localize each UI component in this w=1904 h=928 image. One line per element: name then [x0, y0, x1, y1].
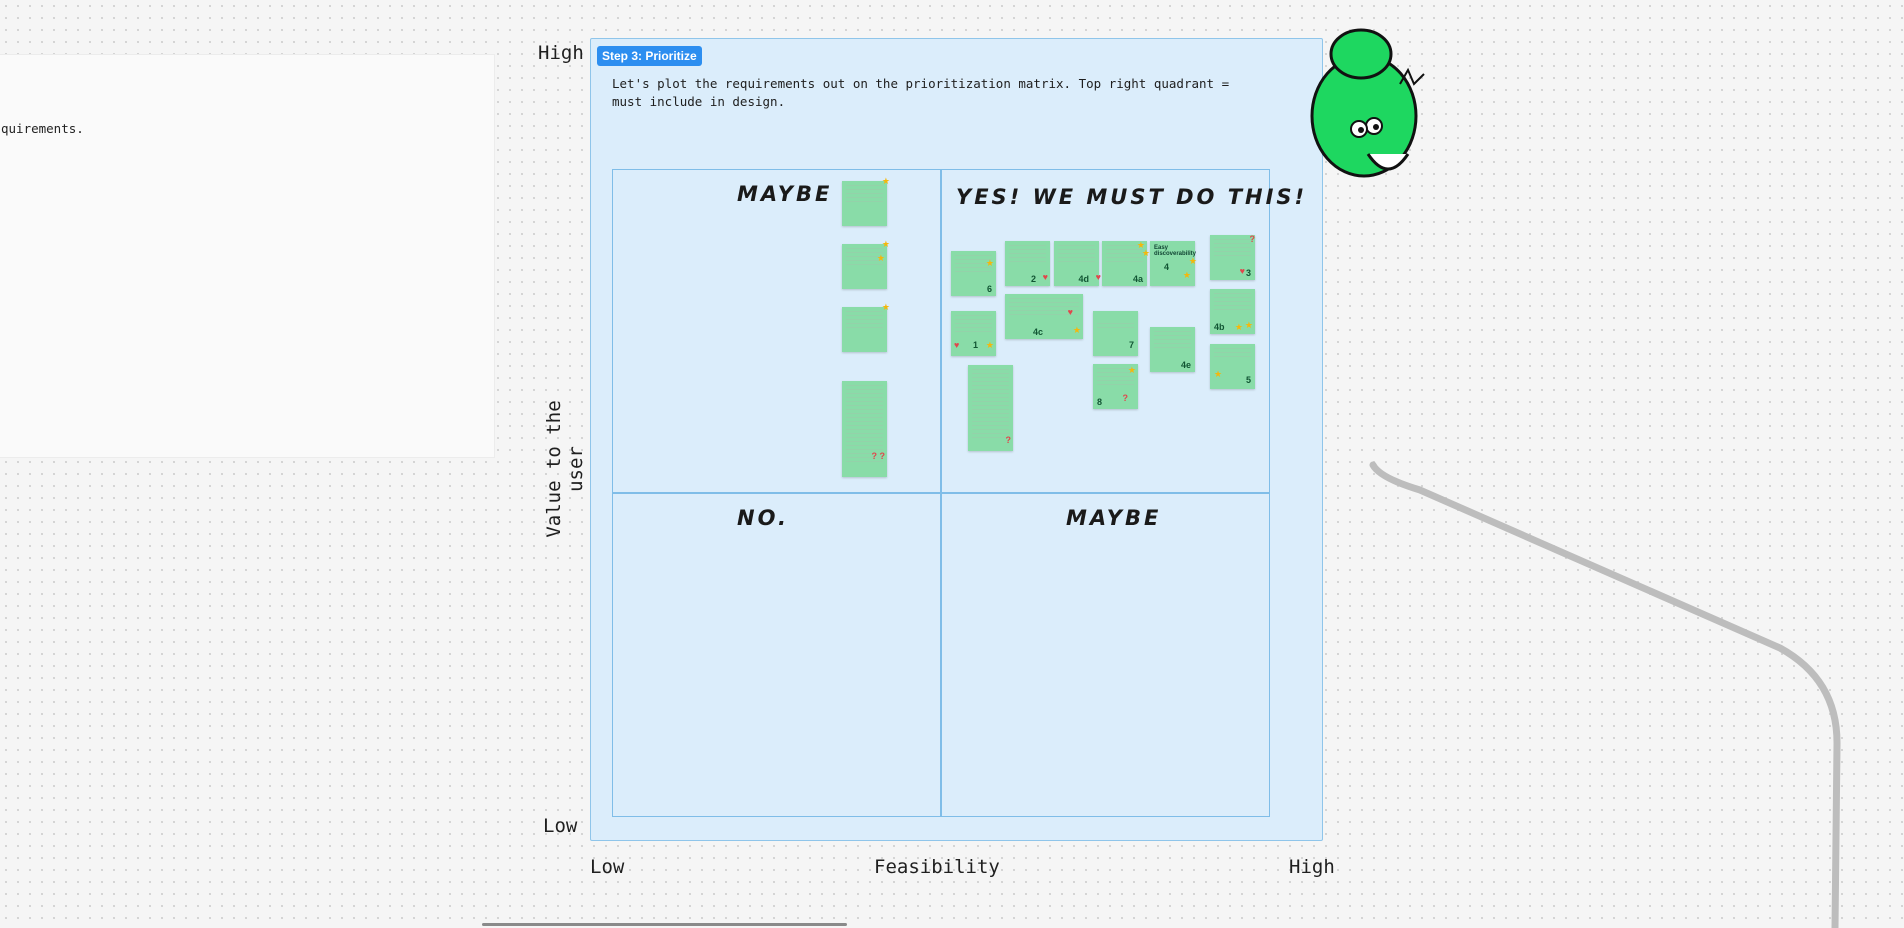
y-axis-label: Value to the user [543, 400, 587, 538]
heart-icon: ♥ [1095, 272, 1101, 282]
sticky-note-1[interactable]: ♥ ★ 1 [951, 311, 996, 356]
star-icon: ★ [1188, 256, 1197, 266]
star-icon: ★ [881, 176, 890, 186]
sticky-note[interactable]: ★ [842, 303, 890, 352]
heart-icon: ♥ [1067, 307, 1073, 317]
star-icon: ★ [1182, 270, 1191, 280]
sticky-number: 5 [1245, 375, 1251, 385]
sticky-note-6[interactable]: ★6 [951, 251, 996, 296]
sticky-note-5[interactable]: ★5 [1210, 344, 1255, 389]
quadrant-bottom-left[interactable]: NO. [612, 493, 941, 817]
star-icon: ★ [1214, 369, 1223, 379]
star-icon: ★ [985, 258, 994, 268]
left-content-panel: quirements. [0, 54, 495, 458]
sticky-note[interactable]: ★ [842, 177, 890, 226]
y-axis-high-label: High [538, 42, 584, 64]
sticky-note-2[interactable]: ♥2 [1005, 241, 1050, 286]
sticky-number: 4d [1078, 274, 1089, 284]
sticky-note-8[interactable]: ★? 8 [1093, 364, 1138, 409]
sticky-number: 4 [1163, 262, 1169, 272]
sticky-number: 1 [972, 340, 978, 350]
sticky-note[interactable]: ?? [842, 381, 887, 477]
star-icon: ★ [881, 302, 890, 312]
star-icon: ★ [881, 239, 890, 249]
quadrant-title: YES! WE MUST DO THIS! [956, 185, 1308, 209]
question-icon: ? [1122, 393, 1129, 403]
star-icon: ★ [1234, 322, 1243, 332]
sticky-note-4[interactable]: Easy discoverability★★4 [1150, 241, 1197, 286]
sticky-number: 4a [1132, 274, 1143, 284]
sticky-note-4b[interactable]: ★★ 4b [1210, 289, 1255, 334]
star-icon: ★ [1127, 365, 1136, 375]
sticky-title: Easy discoverability [1154, 245, 1197, 257]
heart-icon: ♥ [1042, 272, 1048, 282]
sticky-number: 4e [1180, 360, 1191, 370]
quadrant-title: MAYBE [1066, 506, 1162, 530]
question-icon: ? [1249, 234, 1256, 244]
sticky-number: 3 [1245, 268, 1251, 278]
step-badge[interactable]: Step 3: Prioritize [597, 46, 702, 66]
sticky-number: 7 [1128, 340, 1134, 350]
star-icon: ★ [1244, 320, 1253, 330]
sticky-note-4c[interactable]: ♥ ★ 4c [1005, 294, 1083, 339]
quadrant-title: MAYBE [737, 182, 833, 206]
instructions-text: Let's plot the requirements out on the p… [612, 76, 1230, 109]
question-icon: ? [871, 451, 878, 461]
star-icon: ★ [876, 253, 885, 263]
sticky-note-4e[interactable]: 4e [1150, 327, 1195, 372]
sticky-number: 6 [986, 284, 992, 294]
sticky-note-4d[interactable]: ♥ 4d [1054, 241, 1101, 286]
sticky-number: 2 [1030, 274, 1036, 284]
sticky-note-7[interactable]: 7 [1093, 311, 1138, 356]
sticky-note-4a[interactable]: ★★ 4a [1102, 240, 1150, 286]
star-icon: ★ [1141, 248, 1150, 258]
horizontal-scrollbar[interactable] [482, 923, 847, 926]
sticky-number: 4b [1214, 322, 1225, 332]
mascot-sticker[interactable] [1298, 24, 1438, 204]
question-icon: ? [1005, 435, 1012, 445]
y-axis-low-label: Low [543, 815, 578, 837]
question-icon: ? [879, 451, 886, 461]
x-axis-high-label: High [1289, 856, 1335, 878]
sticky-note[interactable]: ★★ [842, 240, 890, 289]
sticky-number: 4c [1032, 327, 1043, 337]
star-icon: ★ [985, 340, 994, 350]
quadrant-bottom-right[interactable]: MAYBE [941, 493, 1270, 817]
x-axis-low-label: Low [590, 856, 625, 878]
panel-text-fragment: quirements. [1, 121, 84, 136]
star-icon: ★ [1136, 240, 1145, 250]
prioritize-frame[interactable]: Step 3: Prioritize Let's plot the requir… [590, 38, 1323, 841]
quadrant-top-right[interactable]: YES! WE MUST DO THIS! [941, 169, 1304, 493]
heart-icon: ♥ [954, 340, 960, 350]
sticky-note-3[interactable]: ? ♥3 [1210, 235, 1255, 280]
sticky-note[interactable]: ? [968, 365, 1013, 451]
heart-icon: ♥ [1239, 266, 1245, 276]
quadrant-title: NO. [737, 506, 789, 530]
quadrant-top-left[interactable]: MAYBE [612, 169, 941, 493]
star-icon: ★ [1072, 325, 1081, 335]
sticky-number: 8 [1097, 397, 1103, 407]
x-axis-label: Feasibility [874, 856, 1000, 878]
